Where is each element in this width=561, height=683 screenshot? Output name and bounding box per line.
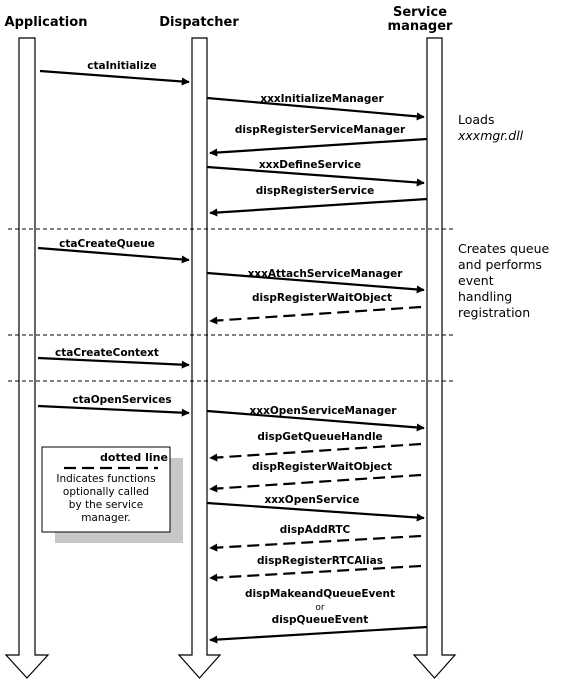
message-label: xxxOpenServiceManager [250, 405, 398, 417]
service-manager-lifeline [412, 37, 457, 679]
service-manager-header-line1: Service [393, 5, 447, 20]
message-label: ctaOpenServices [72, 394, 171, 406]
dispatcher-header: Dispatcher [159, 15, 239, 30]
message-arrow [37, 246, 190, 264]
message-arrow [206, 165, 425, 187]
creates-queue-note: Creates queue [458, 241, 549, 256]
legend-description: by the service [69, 499, 143, 511]
legend-description: optionally called [63, 486, 149, 498]
legend-description: manager. [81, 512, 131, 524]
message-arrow [209, 137, 428, 157]
message-label: ctaCreateQueue [59, 238, 155, 250]
service-manager-header-line2: manager [388, 19, 453, 34]
message-arrow [209, 442, 422, 462]
message-arrow [209, 473, 422, 493]
dispatcher-lifeline [177, 37, 222, 679]
message-arrow [209, 305, 422, 325]
message-arrow [209, 625, 428, 644]
message-label: dispRegisterServiceManager [235, 124, 406, 136]
loads-note-filename: xxxmgr.dll [457, 128, 524, 143]
legend-box [41, 446, 171, 533]
legend: dotted line Indicates functions optional… [41, 446, 183, 543]
message-arrow [206, 271, 425, 294]
message-label: xxxInitializeManager [260, 93, 384, 105]
message-label: xxxOpenService [264, 494, 359, 506]
message-label: dispRegisterWaitObject [252, 461, 392, 473]
message-or-text: or [315, 603, 325, 613]
message-label: ctaInitialize [87, 60, 156, 72]
creates-queue-note: registration [458, 305, 530, 320]
message-label: dispRegisterService [256, 185, 374, 197]
creates-queue-note: and performs [458, 257, 542, 272]
message-label: xxxAttachServiceManager [248, 268, 404, 280]
message-label: dispAddRTC [280, 524, 351, 536]
message-arrow [206, 96, 425, 121]
message-arrow [206, 501, 425, 522]
message-arrow [209, 564, 422, 582]
loads-note: Loads [458, 112, 495, 127]
message-arrow [37, 404, 190, 417]
message-label: ctaCreateContext [55, 347, 159, 359]
message-arrow [39, 69, 190, 86]
message-arrow [37, 356, 190, 369]
message-label: dispRegisterWaitObject [252, 292, 392, 304]
creates-queue-note: event [458, 273, 494, 288]
creates-queue-note: handling [458, 289, 512, 304]
message-arrow [209, 197, 428, 217]
message-label: dispRegisterRTCAlias [257, 555, 383, 567]
message-label: dispGetQueueHandle [257, 431, 382, 443]
message-label: dispMakeandQueueEvent [245, 588, 395, 600]
message-arrow [209, 534, 422, 552]
legend-description: Indicates functions [56, 473, 155, 485]
legend-title: dotted line [100, 451, 168, 464]
application-header: Application [5, 15, 88, 30]
message-arrow [206, 409, 425, 432]
application-lifeline [4, 37, 50, 679]
message-label-alt: dispQueueEvent [272, 614, 369, 626]
message-label: xxxDefineService [259, 159, 361, 171]
